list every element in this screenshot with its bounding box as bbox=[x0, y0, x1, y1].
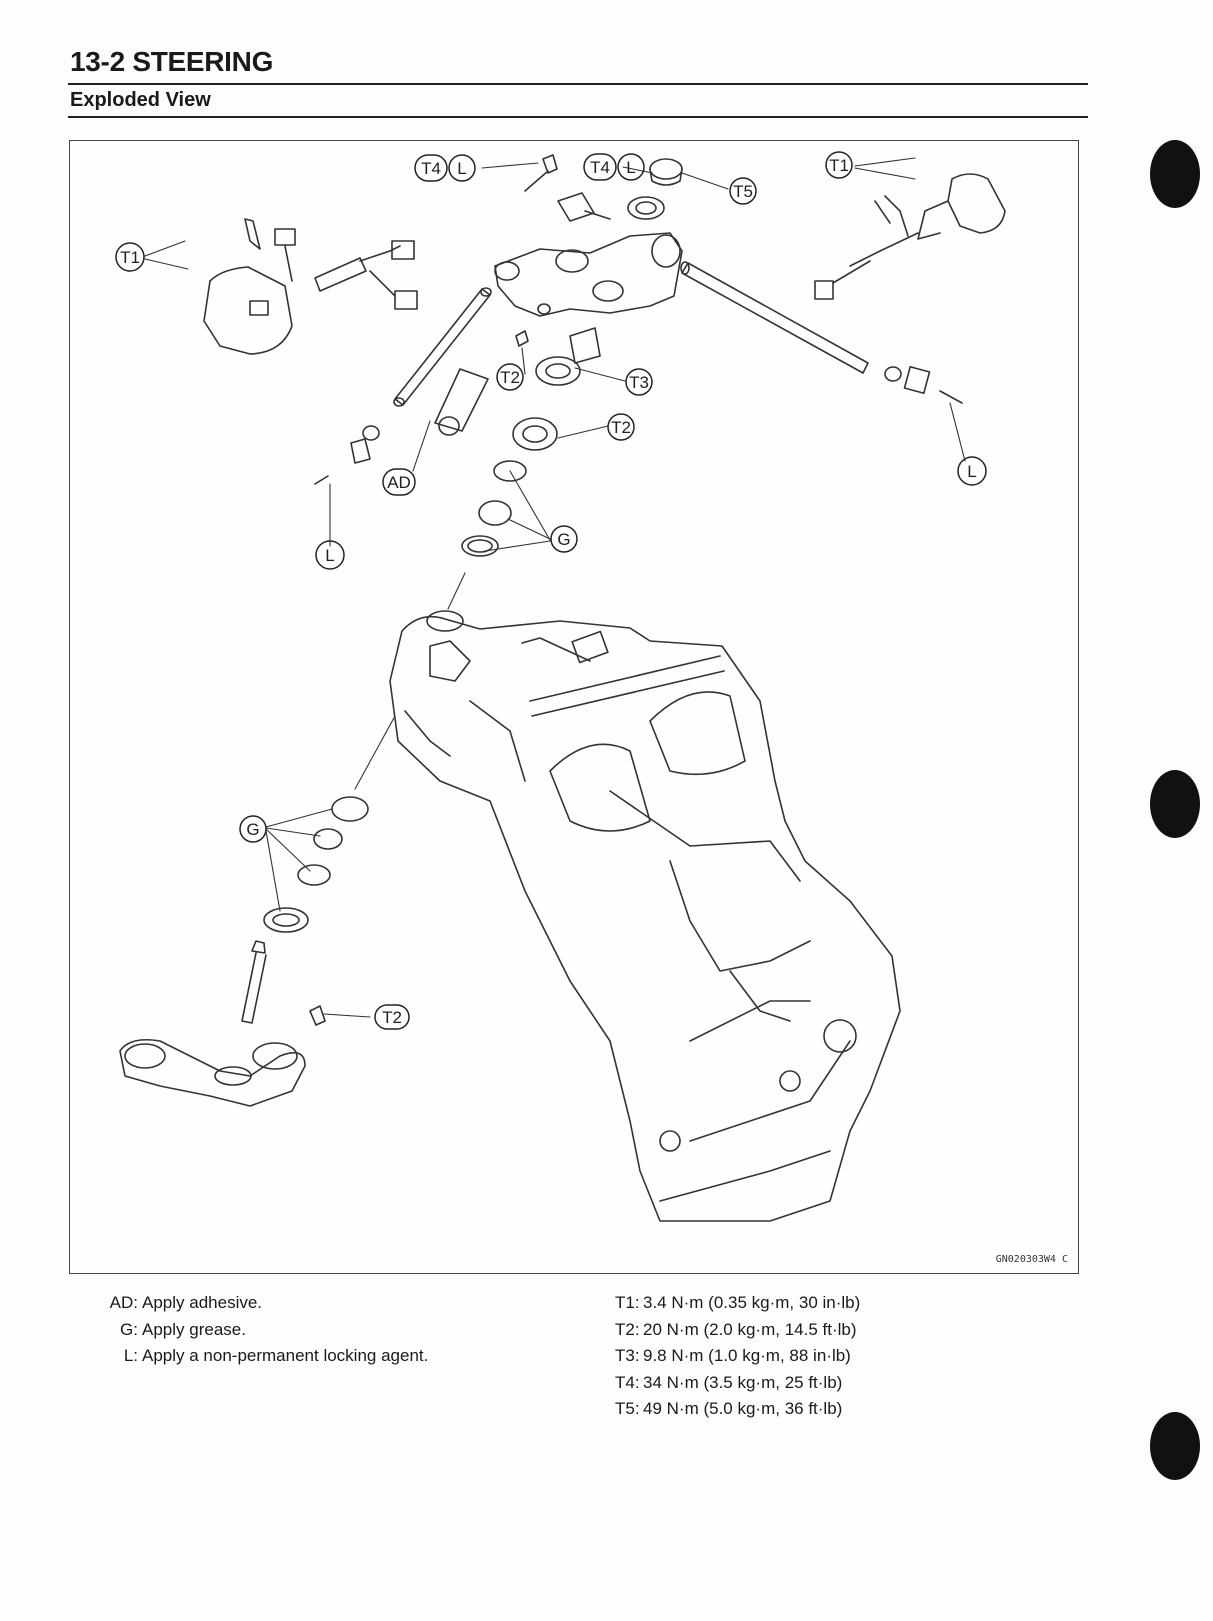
torque-key: T5: bbox=[615, 1399, 640, 1418]
torque-key: T3: bbox=[615, 1346, 640, 1365]
torque-t2: T2: 20 N·m (2.0 kg·m, 14.5 ft·lb) bbox=[615, 1317, 860, 1344]
callout-l-label: L bbox=[967, 462, 976, 481]
subtitle-rule bbox=[68, 116, 1088, 118]
binder-hole bbox=[1150, 140, 1200, 208]
section-subtitle: Exploded View bbox=[70, 89, 211, 111]
callout-g-label: G bbox=[557, 530, 570, 549]
callout-t1-label: T1 bbox=[829, 156, 849, 175]
callout-t2-label: T2 bbox=[500, 368, 520, 387]
legend-notes: AD: Apply adhesive. G: Apply grease. L: … bbox=[100, 1290, 429, 1370]
legend-key: G: bbox=[120, 1319, 138, 1339]
stem-nut-assembly bbox=[461, 327, 601, 557]
legend-key: AD: bbox=[109, 1293, 138, 1312]
steering-stem-head-parts bbox=[515, 154, 683, 347]
callout-t5-label: T5 bbox=[733, 182, 753, 201]
callout-t3-label: T3 bbox=[629, 373, 649, 392]
torque-key: T1: bbox=[615, 1293, 640, 1312]
title-rule bbox=[68, 83, 1088, 85]
callout-ad-label: AD bbox=[387, 473, 411, 492]
legend-text: Apply adhesive. bbox=[142, 1293, 263, 1312]
callout-l-label: L bbox=[325, 546, 334, 565]
torque-value: 20 N·m (2.0 kg·m, 14.5 ft·lb) bbox=[643, 1319, 857, 1339]
legend-note-l: L: Apply a non-permanent locking agent. bbox=[100, 1343, 429, 1370]
lower-stem-assembly bbox=[119, 796, 369, 1107]
torque-value: 34 N·m (3.5 kg·m, 25 ft·lb) bbox=[643, 1372, 843, 1392]
torque-t4: T4: 34 N·m (3.5 kg·m, 25 ft·lb) bbox=[615, 1370, 860, 1397]
torque-t1: T1: 3.4 N·m (0.35 kg·m, 30 in·lb) bbox=[615, 1290, 860, 1317]
callout-l-label: L bbox=[626, 158, 635, 177]
torque-value: 49 N·m (5.0 kg·m, 36 ft·lb) bbox=[643, 1399, 843, 1418]
leader-lines bbox=[144, 157, 966, 1018]
legend-note-ad: AD: Apply adhesive. bbox=[100, 1290, 428, 1317]
page-title: 13-2 STEERING bbox=[70, 46, 274, 77]
callout-t2-label: T2 bbox=[382, 1008, 402, 1027]
figure-code: GN020303W4 C bbox=[995, 1254, 1068, 1265]
torque-value: 3.4 N·m (0.35 kg·m, 30 in·lb) bbox=[643, 1293, 861, 1312]
binder-hole bbox=[1150, 1412, 1200, 1480]
legend-note-g: G: Apply grease. bbox=[100, 1317, 428, 1344]
left-handlebar bbox=[314, 287, 492, 485]
callout-t2-label: T2 bbox=[611, 418, 631, 437]
legend-text: Apply a non-permanent locking agent. bbox=[142, 1346, 429, 1365]
right-switch-housing bbox=[814, 173, 1006, 300]
callout-shapes bbox=[115, 151, 987, 1030]
callout-g-label: G bbox=[246, 820, 259, 839]
upper-triple-clamp bbox=[494, 232, 683, 317]
right-handlebar bbox=[680, 261, 963, 404]
binder-hole bbox=[1150, 770, 1200, 838]
callout-t4-label: T4 bbox=[421, 159, 441, 178]
legend-text: Apply grease. bbox=[142, 1319, 246, 1339]
torque-t5: T5: 49 N·m (5.0 kg·m, 36 ft·lb) bbox=[615, 1396, 860, 1423]
torque-key: T2: bbox=[615, 1319, 640, 1339]
torque-value: 9.8 N·m (1.0 kg·m, 88 in·lb) bbox=[643, 1346, 851, 1365]
main-frame bbox=[389, 610, 901, 1222]
torque-key: T4: bbox=[615, 1372, 640, 1392]
legend-torques: T1: 3.4 N·m (0.35 kg·m, 30 in·lb) T2: 20… bbox=[615, 1290, 860, 1423]
callout-l-label: L bbox=[457, 159, 466, 178]
exploded-view-drawing: T4 L T4 L T5 T1 T1 T2 T3 T2 AD L L G G T… bbox=[115, 151, 1006, 1222]
callout-t1-label: T1 bbox=[120, 248, 140, 267]
left-switch-housing bbox=[203, 218, 418, 355]
callout-t4-label: T4 bbox=[590, 158, 610, 177]
exploded-view-figure: T4 L T4 L T5 T1 T1 T2 T3 T2 AD L L G G T… bbox=[69, 140, 1079, 1274]
torque-t3: T3: 9.8 N·m (1.0 kg·m, 88 in·lb) bbox=[615, 1343, 860, 1370]
legend-key: L: bbox=[123, 1346, 138, 1365]
